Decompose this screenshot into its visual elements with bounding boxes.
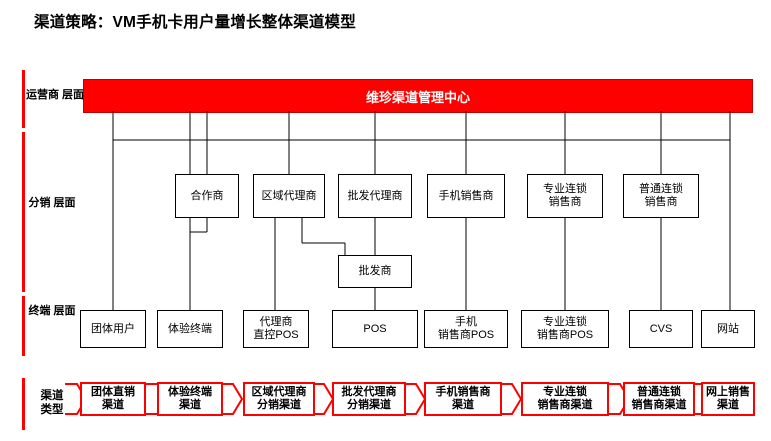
channel-type-wholesale-agent: 批发代理商 分销渠道 <box>332 382 406 416</box>
row-label-terminal: 终端 层面 <box>28 305 76 317</box>
channel-type-online: 网上销售 渠道 <box>701 382 755 416</box>
dist-box-general-chain-seller: 普通连锁 销售商 <box>623 174 699 218</box>
channel-type-general-chain: 普通连锁 销售商渠道 <box>623 382 695 416</box>
terminal-box-experience-terminal: 体验终端 <box>157 310 223 348</box>
channel-type-mobile-seller: 手机销售商 渠道 <box>424 382 502 416</box>
dist-box-regional-agent: 区域代理商 <box>253 174 325 218</box>
terminal-box-group-user: 团体用户 <box>80 310 146 348</box>
terminal-box-cvs: CVS <box>629 310 693 348</box>
terminal-box-agent-direct-pos: 代理商 直控POS <box>243 310 309 348</box>
terminal-box-website: 网站 <box>701 310 755 348</box>
dist-box-wholesale-agent: 批发代理商 <box>338 174 412 218</box>
red-rule-operator <box>22 70 25 128</box>
channel-type-regional-agent: 区域代理商 分销渠道 <box>243 382 315 416</box>
red-rule-channel-type <box>22 378 25 430</box>
channel-type-pro-chain: 专业连锁 销售商渠道 <box>521 382 609 416</box>
dist-box-mobile-seller: 手机销售商 <box>427 174 505 218</box>
terminal-box-mobile-seller-pos: 手机 销售商POS <box>424 310 508 348</box>
channel-type-group-direct: 团体直销 渠道 <box>80 382 146 416</box>
terminal-box-pos: POS <box>332 310 418 348</box>
row-label-distribution: 分销 层面 <box>28 197 76 209</box>
red-rule-distribution <box>22 132 25 292</box>
red-rule-terminal <box>22 296 25 356</box>
page-title: 渠道策略：VM手机卡用户量增长整体渠道模型 <box>34 14 356 31</box>
row-label-operator: 运营商 层面 <box>26 89 85 101</box>
dist-box-pro-chain-seller: 专业连锁 销售商 <box>527 174 603 218</box>
banner-channel-management-center: 维珍渠道管理中心 <box>83 79 753 113</box>
dist-box-wholesaler: 批发商 <box>338 255 412 288</box>
row-label-channel-type: 渠道 类型 <box>40 390 64 416</box>
dist-box-partner: 合作商 <box>175 174 239 218</box>
terminal-box-pro-chain-seller-pos: 专业连锁 销售商POS <box>521 310 609 348</box>
channel-type-experience-terminal: 体验终端 渠道 <box>157 382 223 416</box>
